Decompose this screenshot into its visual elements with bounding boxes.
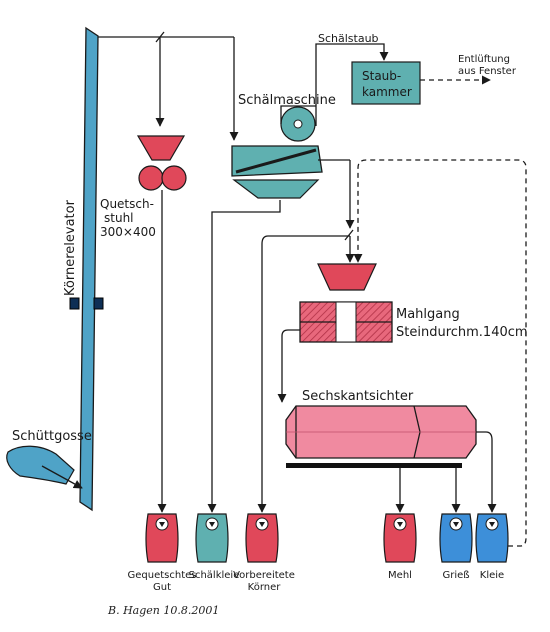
sack-label-gequetschtes-1: Gequetschtes [128, 570, 197, 581]
sack-label-mehl: Mehl [388, 570, 412, 581]
dust-chamber-label-2: kammer [362, 85, 412, 99]
elevator-label: Körnerelevator [63, 199, 78, 296]
top-conveyor-lines [98, 31, 239, 141]
crushing-mill-label-3: 300×400 [100, 225, 156, 239]
dust-chamber-label-1: Staub- [362, 69, 401, 83]
sack-label-vorbereitete-1: Vorbereitete [233, 570, 295, 581]
sack-griess: Grieß [439, 513, 473, 581]
grinding-mill-label-1: Mahlgang [396, 307, 460, 322]
vent-label-2: aus Fenster [458, 66, 517, 77]
peeling-machine-label: Schälmaschine [238, 93, 336, 108]
sack-kleie: Kleie [475, 513, 509, 581]
hexagonal-sifter: Sechskantsichter [285, 389, 497, 513]
grinding-mill-label-2: Steindurchm.140cm [396, 325, 528, 340]
sack-label-vorbereitete-2: Körner [248, 582, 282, 593]
sack-label-griess: Grieß [442, 570, 469, 581]
crushing-mill-label-2: stuhl [104, 211, 134, 225]
feed-hopper-label: Schüttgosse [12, 429, 92, 444]
dust-chamber-group: Schälstaub Staub- kammer Entlüftung aus … [315, 32, 517, 126]
sack-label-gequetschtes-2: Gut [153, 582, 171, 593]
dust-label: Schälstaub [318, 32, 379, 45]
sack-vorbereitete-koerner: Vorbereitete Körner [233, 513, 295, 593]
feed-hopper: Schüttgosse [6, 429, 92, 489]
crushing-mill-label-1: Quetsch- [100, 197, 154, 211]
grinding-mill: Mahlgang Steindurchm.140cm [277, 263, 528, 403]
sack-label-kleie: Kleie [480, 570, 504, 581]
sack-label-schaelkleie: Schälkleie [189, 570, 240, 581]
grain-elevator: Körnerelevator [63, 26, 104, 512]
sack-gequetschtes-gut: Gequetschtes Gut [128, 513, 197, 593]
sifter-label: Sechskantsichter [302, 389, 414, 404]
signature: B. Hagen 10.8.2001 [107, 604, 219, 617]
peeling-machine: Schälmaschine [207, 93, 355, 513]
vent-label-1: Entlüftung [458, 54, 510, 65]
crushing-mill: Quetsch- stuhl 300×400 [100, 135, 187, 513]
return-line [353, 159, 527, 547]
sack-schaelkleie: Schälkleie [189, 513, 240, 581]
sack-mehl: Mehl [383, 513, 417, 581]
prepared-grain-line [257, 229, 355, 513]
